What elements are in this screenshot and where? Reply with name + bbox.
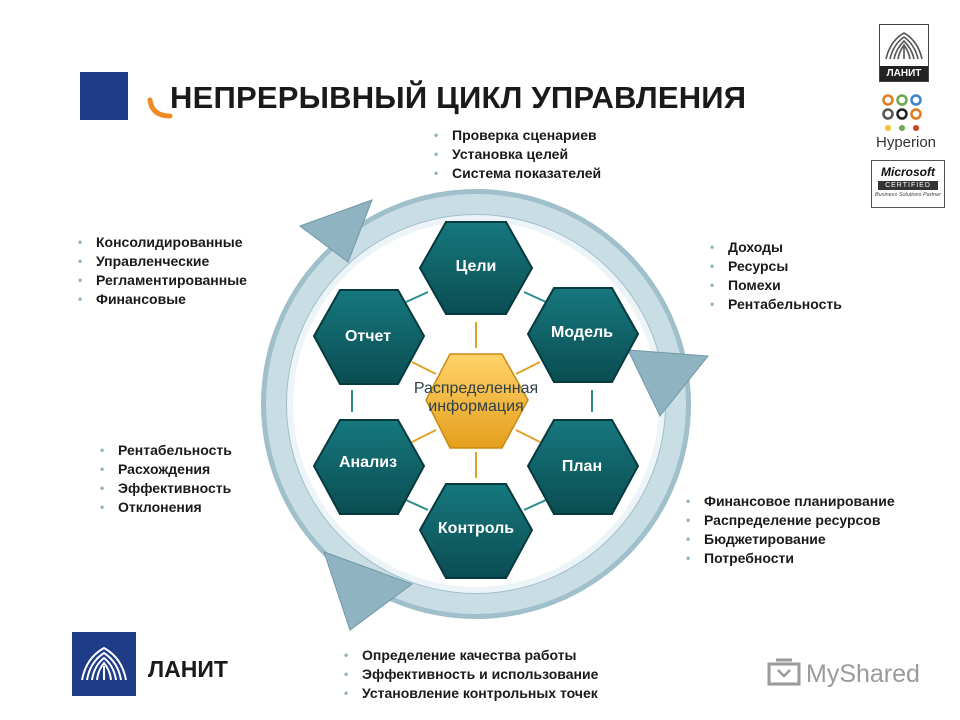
list-item: Распределение ресурсов [684, 511, 895, 530]
center-connector-arrows [411, 322, 541, 478]
list-item: Эффективность [98, 479, 232, 498]
page-title: НЕПРЕРЫВНЫЙ ЦИКЛ УПРАВЛЕНИЯ [170, 80, 747, 115]
arrow-report-goals [405, 291, 429, 303]
lanit-logo-bottom [72, 632, 136, 696]
notes-lower-right: Финансовое планирование Распределение ре… [684, 492, 895, 568]
list-item: Консолидированные [76, 233, 247, 252]
list-item: Финансовые [76, 290, 247, 309]
list-item: Регламентированные [76, 271, 247, 290]
hex-analysis [312, 419, 426, 515]
hex-goals [418, 221, 534, 315]
node-report-label: Отчет [344, 328, 392, 345]
list-item: Управленческие [76, 252, 247, 271]
title-accent-mark [147, 97, 173, 119]
myshared-watermark: MyShared [806, 660, 920, 688]
microsoft-certified-logo: Microsoft CERTIFIED Business Solutions P… [871, 160, 945, 208]
notes-bottom: Определение качества работы Эффективност… [342, 646, 598, 703]
list-item: Проверка сценариев [432, 126, 601, 145]
connector-arrows [351, 291, 593, 511]
node-control-label: Контроль [437, 520, 515, 537]
hyperion-logo: Hyperion [868, 92, 944, 154]
node-analysis-label: Анализ [338, 454, 398, 471]
list-item: Помехи [708, 276, 842, 295]
notes-top: Проверка сценариев Установка целей Систе… [432, 126, 601, 183]
microsoft-certified-label: CERTIFIED [878, 181, 938, 190]
hyperion-dots-icon [882, 94, 922, 131]
notes-upper-left: Консолидированные Управленческие Регламе… [76, 233, 247, 309]
myshared-icon [767, 658, 801, 686]
header-blue-square [80, 72, 128, 120]
lanit-bottom-label: ЛАНИТ [148, 656, 228, 682]
list-item: Установка целей [432, 145, 601, 164]
arrow-analysis-control [405, 499, 429, 511]
ring-arrowhead-bottom-left [323, 551, 414, 631]
hex-model [526, 287, 640, 383]
hyperion-label: Hyperion [875, 134, 937, 151]
list-item: Рентабельность [98, 441, 232, 460]
notes-lower-left: Рентабельность Расхождения Эффективность… [98, 441, 232, 517]
list-item: Определение качества работы [342, 646, 598, 665]
center-label: Распределенная информация [413, 380, 539, 415]
list-item: Отклонения [98, 498, 232, 517]
list-item: Бюджетирование [684, 530, 895, 549]
lanit-logo-small: ЛАНИТ [879, 24, 929, 82]
list-item: Эффективность и использование [342, 665, 598, 684]
list-item: Доходы [708, 238, 842, 257]
notes-upper-right: Доходы Ресурсы Помехи Рентабельность [708, 238, 842, 314]
lanit-emblem-icon [81, 646, 127, 681]
list-item: Расхождения [98, 460, 232, 479]
arrow-goals-model [523, 291, 547, 303]
microsoft-label: Microsoft [881, 165, 935, 179]
center-hexagon [425, 353, 529, 449]
list-item: Установление контрольных точек [342, 684, 598, 703]
list-item: Потребности [684, 549, 895, 568]
lanit-small-label: ЛАНИТ [880, 66, 928, 81]
ring-arrowhead-top-left [298, 199, 373, 263]
list-item: Рентабельность [708, 295, 842, 314]
hex-control [418, 483, 534, 579]
ring-arrowhead-right [627, 349, 709, 417]
list-item: Финансовое планирование [684, 492, 895, 511]
node-model-label: Модель [551, 324, 613, 341]
list-item: Ресурсы [708, 257, 842, 276]
lanit-emblem-icon [885, 32, 923, 60]
hex-plan [526, 419, 640, 515]
hex-report [312, 289, 426, 385]
node-plan-label: План [561, 458, 603, 475]
list-item: Система показателей [432, 164, 601, 183]
microsoft-sub-label: Business Solutions Partner [874, 192, 942, 198]
arrow-control-plan [523, 499, 547, 511]
node-goals-label: Цели [455, 258, 497, 275]
